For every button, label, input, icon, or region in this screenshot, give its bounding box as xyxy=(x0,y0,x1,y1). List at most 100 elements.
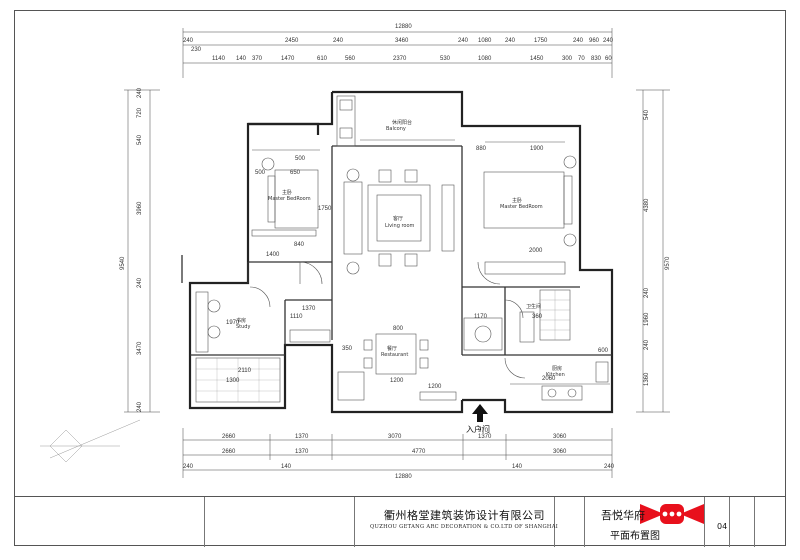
tb-divider xyxy=(704,497,705,547)
tb-divider xyxy=(554,497,555,547)
left-bedroom-furniture xyxy=(251,149,320,237)
dim-top-2-13: 830 xyxy=(591,56,602,62)
dim-top-1-8: 240 xyxy=(573,38,584,44)
compass-icon xyxy=(40,419,141,463)
shower-grid xyxy=(540,290,570,340)
dim-bottom-2-1: 1370 xyxy=(295,449,309,455)
study-floor-grid xyxy=(196,358,280,402)
room-master-left-cn: 主卧 xyxy=(282,189,292,196)
dim-right-1: 4380 xyxy=(644,198,650,212)
dim-left-2: 3470 xyxy=(137,341,143,355)
dim-bottom-3-0: 240 xyxy=(183,464,194,470)
dim-1200b: 1200 xyxy=(428,384,442,390)
right-bedroom-furniture xyxy=(483,141,577,275)
dim-bottom-sub: 970 xyxy=(478,428,489,434)
dim-bottom-1-2: 3070 xyxy=(388,434,402,440)
left-dimension-lines xyxy=(124,89,160,413)
dim-left-5: 720 xyxy=(137,107,143,118)
dim-right-0: 9570 xyxy=(665,256,671,270)
dim-bottom-1-1: 1370 xyxy=(295,434,309,440)
dim-1170: 1170 xyxy=(474,314,488,320)
dim-1900: 1900 xyxy=(530,146,544,152)
dim-650: 650 xyxy=(290,170,301,176)
room-balcony-cn: 休闲阳台 xyxy=(392,119,412,126)
room-living-en: Living room xyxy=(385,223,415,229)
dim-top-1-5: 1080 xyxy=(478,38,492,44)
dim-600: 600 xyxy=(598,348,609,354)
dim-top-2-11: 300 xyxy=(562,56,573,62)
room-master-right-cn: 主卧 xyxy=(512,197,522,204)
tb-divider xyxy=(584,497,585,547)
living-room-furniture xyxy=(343,168,455,275)
project-name: 吾悦华府 xyxy=(601,509,645,522)
dim-500a: 500 xyxy=(255,170,266,176)
dim-top-2-4: 1470 xyxy=(281,56,295,62)
drawing-sheet xyxy=(14,10,786,546)
dim-1110: 1110 xyxy=(290,314,303,320)
tb-divider xyxy=(754,497,755,547)
entry-door-label: 入户门 xyxy=(466,425,490,434)
balcony-fixtures xyxy=(336,95,455,147)
dim-top-2-12: 70 xyxy=(578,56,585,62)
dim-left-3: 240 xyxy=(137,277,143,288)
dim-1750: 1750 xyxy=(318,206,332,212)
dim-bottom-3-1: 140 xyxy=(281,464,292,470)
kitchen-fixtures xyxy=(510,361,610,401)
dim-left-7: 240 xyxy=(137,87,143,98)
red-bow-icon xyxy=(640,504,704,524)
dim-1300: 1300 xyxy=(226,378,240,384)
dim-left-6: 540 xyxy=(137,134,143,145)
dining-furniture xyxy=(337,333,457,401)
entrance-arrow-icon xyxy=(472,404,488,422)
dim-right-2: 1960 xyxy=(644,312,650,326)
top-dimension-lines xyxy=(182,28,613,78)
room-balcony-en: Balcony xyxy=(386,126,406,132)
room-study-en: Study xyxy=(236,324,250,330)
dim-1200a: 1200 xyxy=(390,378,404,384)
dim-top-2-1: 1140 xyxy=(212,56,226,62)
dim-top-1-6: 240 xyxy=(505,38,516,44)
company-name-cn: 衢州格堂建筑装饰设计有限公司 xyxy=(384,509,545,522)
dim-800: 800 xyxy=(393,326,404,332)
dim-2000: 2000 xyxy=(529,248,543,254)
dim-top-1-1: 2450 xyxy=(285,38,299,44)
dim-bottom-1-4: 3060 xyxy=(553,434,567,440)
dim-top-row2: 230 1140 140 370 1470 610 560 2370 530 1… xyxy=(191,47,612,62)
dim-bottom-total: 12880 xyxy=(395,474,412,480)
dim-top-2-14: 60 xyxy=(605,56,612,62)
drawing-title: 平面布置图 xyxy=(610,531,660,542)
exterior-walls xyxy=(188,90,614,414)
dim-top-total: 12880 xyxy=(395,24,412,30)
dim-top-1-7: 1750 xyxy=(534,38,548,44)
dim-top-2-0: 230 xyxy=(191,47,202,53)
dim-bottom-2-3: 3060 xyxy=(553,449,567,455)
dim-top-2-8: 530 xyxy=(440,56,451,62)
dim-top-2-6: 560 xyxy=(345,56,356,62)
room-master-right-en: Master BedRoom xyxy=(500,204,543,210)
dim-bottom-3-2: 140 xyxy=(512,464,523,470)
dim-bottom-3-3: 240 xyxy=(604,464,615,470)
dim-880: 880 xyxy=(476,146,487,152)
room-bath-cn: 卫生间 xyxy=(526,303,541,310)
dim-top-2-3: 370 xyxy=(252,56,263,62)
dim-bottom-1-3: 1370 xyxy=(478,434,492,440)
dim-top-row1: 240 2450 240 3460 240 1080 240 1750 240 … xyxy=(183,38,614,44)
dim-1370: 1370 xyxy=(302,306,316,312)
bottom-dimension-lines xyxy=(182,428,613,478)
sheet-number: 04 xyxy=(717,522,728,531)
dim-1400: 1400 xyxy=(266,252,280,258)
dim-left-0: 9540 xyxy=(120,256,126,270)
dim-top-1-9: 960 xyxy=(589,38,600,44)
door-swings xyxy=(249,261,526,379)
room-dining-cn: 餐厅 xyxy=(387,345,397,352)
dim-top-2-7: 2370 xyxy=(393,56,407,62)
dim-500b: 500 xyxy=(295,156,306,162)
tb-divider xyxy=(204,497,205,547)
tb-divider xyxy=(729,497,730,547)
dim-top-2-9: 1080 xyxy=(478,56,492,62)
room-master-left-en: Master BedRoom xyxy=(268,196,311,202)
room-study-cn: 书房 xyxy=(236,317,246,324)
dim-top-1-3: 3460 xyxy=(395,38,409,44)
dim-right-3: 1360 xyxy=(644,372,650,386)
